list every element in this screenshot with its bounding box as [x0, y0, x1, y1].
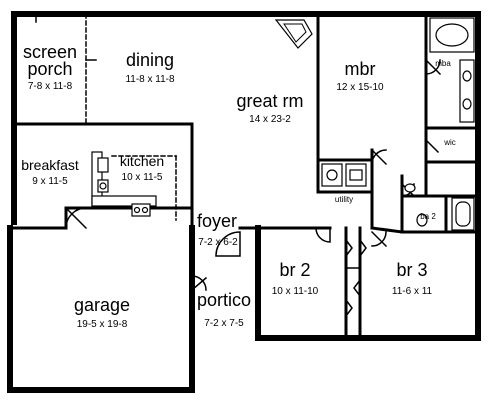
screen-porch-name-line1: screen [23, 42, 77, 62]
master-vanity [459, 59, 475, 123]
kitchen-counters [91, 151, 177, 221]
portico-name: portico [197, 290, 251, 310]
kitchen-dims: 10 x 11-5 [122, 172, 163, 183]
br2-name: br 2 [279, 260, 310, 280]
breakfast-dims: 9 x 11-5 [32, 176, 68, 187]
mbr-name: mbr [345, 59, 376, 79]
ba2-name: ba 2 [420, 212, 436, 221]
great-room-dims: 14 x 23-2 [249, 114, 291, 125]
br3-dims: 11-6 x 11 [392, 286, 433, 297]
foyer-name: foyer [197, 211, 237, 231]
screen-porch-dims: 7-8 x 11-8 [28, 81, 73, 92]
fixtures [91, 17, 475, 231]
interior-walls [8, 12, 480, 340]
br2-dims: 10 x 11-10 [272, 286, 319, 297]
br3-name: br 3 [396, 260, 427, 280]
mba-name: mba [435, 59, 451, 68]
bath2-tub [451, 197, 475, 231]
master-tub [429, 17, 475, 53]
dining-dims: 11-8 x 11-8 [125, 74, 175, 85]
kitchen-name: kitchen [120, 153, 164, 169]
exterior-walls [7, 11, 481, 393]
foyer-dims: 7-2 x 6-2 [198, 237, 238, 248]
great-room-name: great rm [236, 91, 303, 111]
breakfast-name: breakfast [21, 157, 79, 173]
bath2-vanity [404, 183, 428, 227]
garage-name: garage [74, 295, 130, 315]
dining-name: dining [126, 50, 174, 70]
garage-dims: 19-5 x 19-8 [77, 319, 128, 330]
washer-dryer [321, 163, 367, 187]
screen-porch-name-line2: porch [27, 59, 72, 79]
room-labels: screen porch 7-8 x 11-8 dining 11-8 x 11… [21, 42, 456, 330]
portico-dims: 7-2 x 7-5 [204, 318, 244, 329]
wic-name: wic [443, 138, 456, 147]
fireplace [274, 19, 313, 49]
utility-name: utility [335, 195, 353, 204]
mbr-dims: 12 x 15-10 [336, 82, 384, 93]
doors [64, 58, 442, 318]
